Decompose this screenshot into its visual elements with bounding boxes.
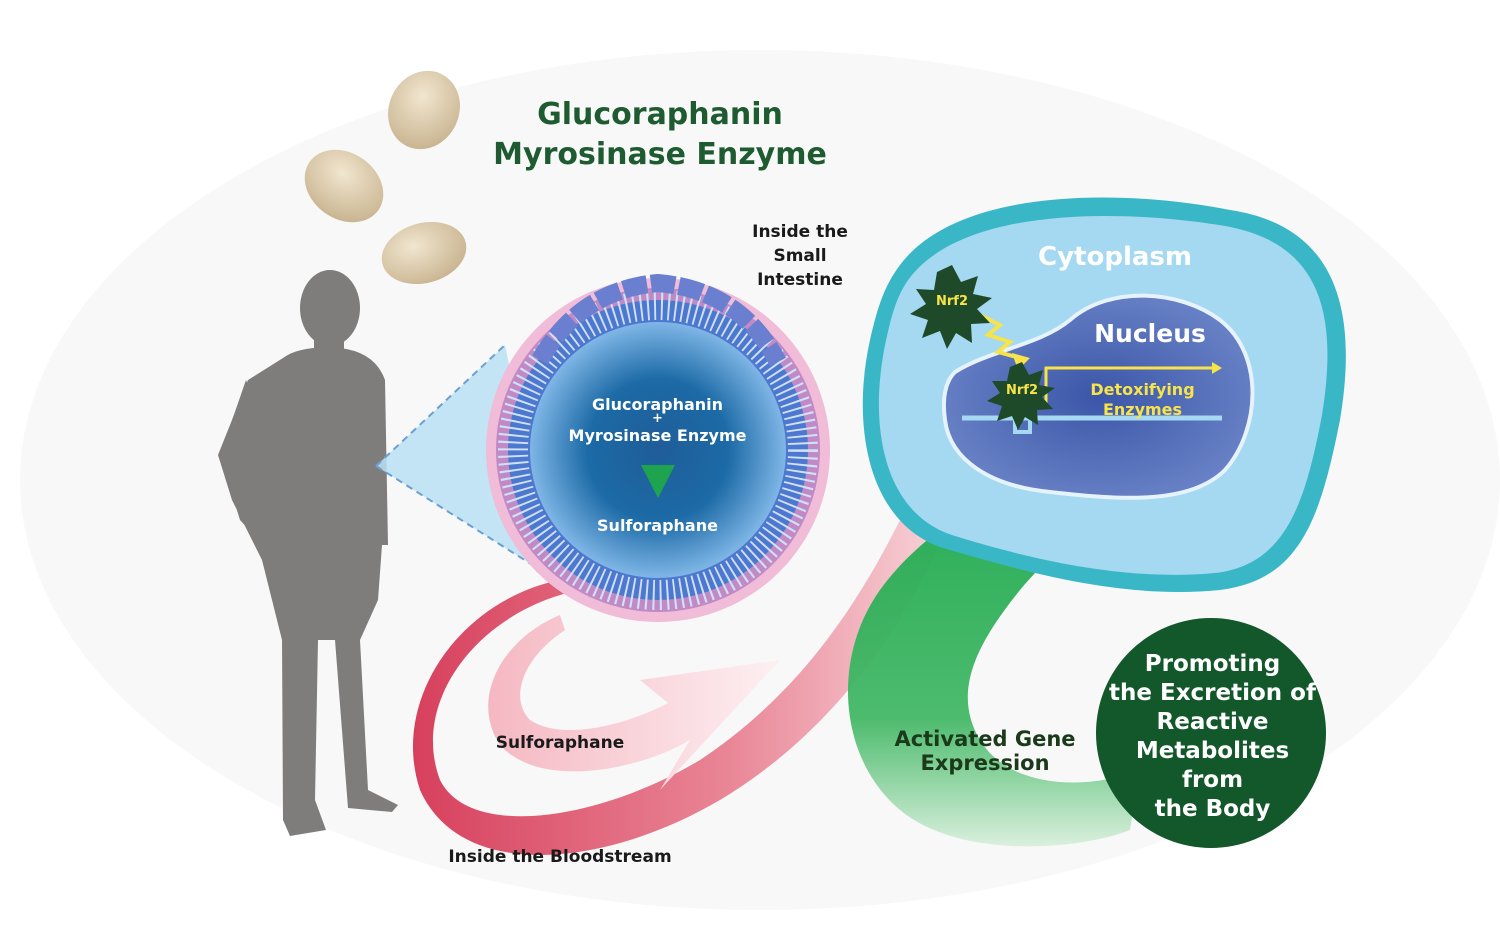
reaction-glucoraphanin: Glucoraphanin [591,395,724,414]
outcome-label: Promoting the Excretion of Reactive Meta… [1100,650,1325,824]
bloodstream-arrow [412,520,940,855]
gene-expression-ribbon [847,420,1210,847]
gene-expression-label: Activated Gene Expression [890,727,1080,775]
sulforaphane-arrow-label: Sulforaphane [495,733,625,753]
diagram-title: Glucoraphanin Myrosinase Enzyme [440,95,880,175]
cell [862,197,1346,592]
outcome-line-1: Promoting [1144,651,1281,677]
nrf2-starburst-nucleus [987,362,1055,430]
reaction-plus: + [652,411,663,426]
outcome-line-6: the Body [1154,796,1271,822]
reaction-arrow-icon [641,465,675,498]
nucleus-label: Nucleus [1094,319,1206,348]
tablet-3 [381,221,467,285]
detoxifying-enzymes-label: Detoxifying Enzymes [1090,380,1195,419]
zoom-line-bottom [375,465,554,579]
small-intestine-line-1: Inside the [752,222,848,242]
intestine-cross-section [486,273,830,622]
outcome-circle [1096,618,1326,848]
translocation-arrow [979,313,1021,360]
reaction-product: Sulforaphane [597,516,718,535]
tablet-1 [388,70,460,150]
reaction-myrosinase: Myrosinase Enzyme [568,426,747,445]
nrf2-nucleus-label: Nrf2 [1006,383,1038,398]
title-line-1: Glucoraphanin [537,97,783,132]
outcome-line-3: Reactive [1156,709,1269,735]
outcome-line-4: Metabolites [1135,738,1290,764]
zoom-line-top [375,344,506,467]
person-silhouette [218,270,398,836]
nrf2-starburst-cytoplasm [910,265,992,349]
tablets [304,70,467,285]
small-intestine-line-3: Intestine [757,270,843,290]
bloodstream-label: Inside the Bloodstream [448,847,672,867]
gene-expression-line-1: Activated Gene [894,727,1076,751]
title-line-2: Myrosinase Enzyme [493,137,827,172]
outcome-line-5: from [1181,767,1244,793]
outcome-line-2: the Excretion of [1109,680,1316,706]
tablet-2 [304,149,384,223]
nrf2-cytoplasm-label: Nrf2 [936,294,968,309]
small-intestine-label: Inside the Small Intestine [735,220,865,292]
cytoplasm-label: Cytoplasm [1038,242,1192,272]
gene-expression-line-2: Expression [920,751,1050,775]
small-intestine-line-2: Small [773,246,827,266]
